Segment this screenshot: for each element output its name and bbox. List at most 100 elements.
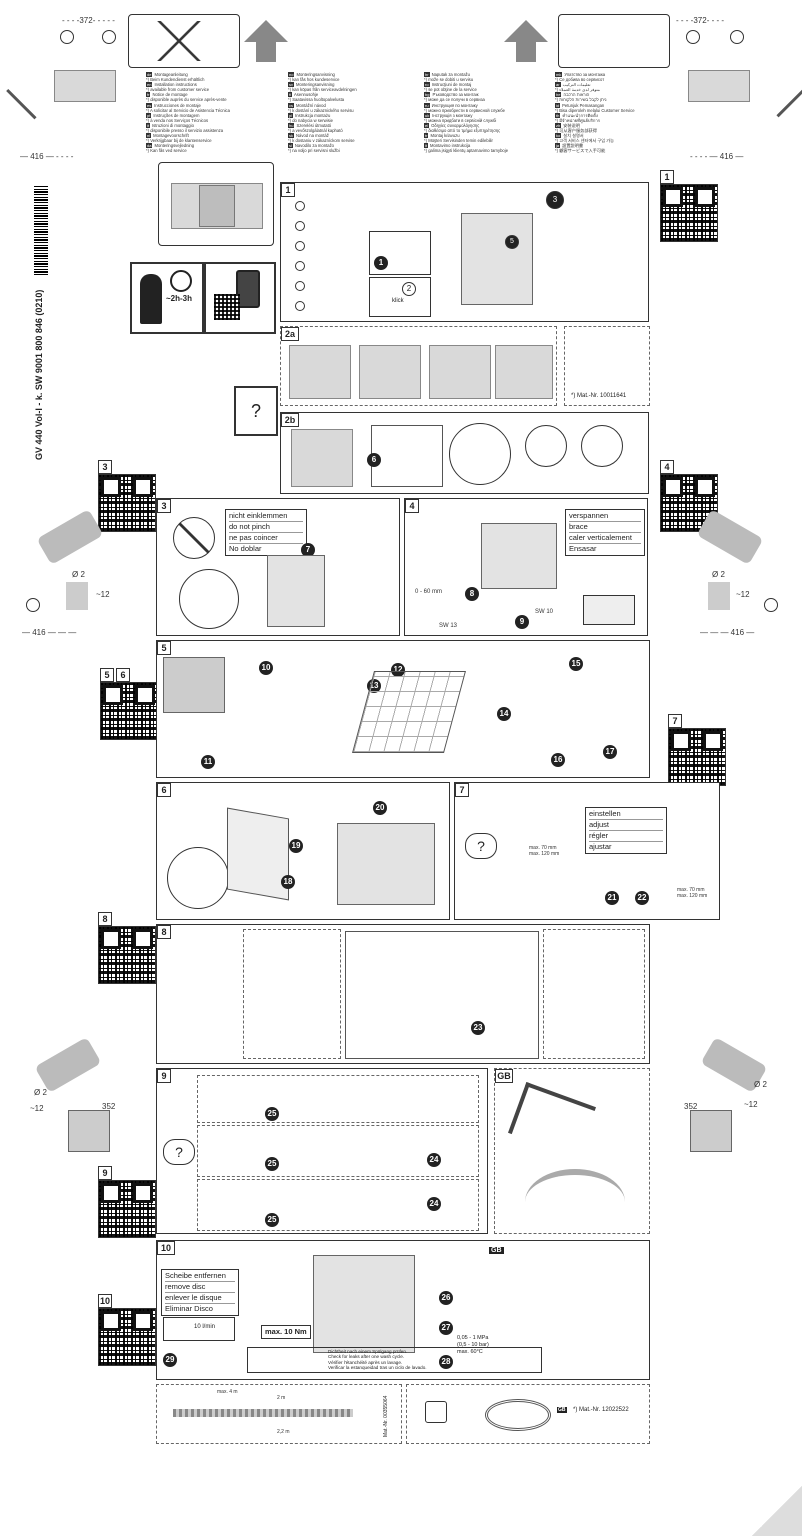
callout-25b: 25 [265, 1157, 279, 1171]
mat-number: *) Mat.-Nr. 10011641 [571, 393, 627, 399]
step-2b-panel: 2b 6 [280, 412, 649, 494]
callout-24b: 24 [427, 1197, 441, 1211]
drill-depth: ~12 [30, 1104, 44, 1113]
step-number: 6 [157, 783, 171, 797]
qr-label: 9 [98, 1166, 112, 1180]
crosshair-icon [60, 30, 74, 44]
lang-row: *) galima įsigyti klientų aptarnavimo ta… [424, 148, 509, 154]
callout-16: 16 [551, 753, 565, 767]
qr-label: 4 [660, 460, 674, 474]
cable-illustration [485, 1399, 551, 1431]
smartphone-icon [236, 270, 260, 308]
max-70-label-2: max. 70 mm [677, 887, 705, 893]
callout-10: 10 [259, 661, 273, 675]
callout-18: 18 [281, 875, 295, 889]
lang-row: *) može se dobiti u servisu [424, 77, 474, 83]
drill-hole-illustration [66, 582, 88, 610]
callout-17: 17 [603, 745, 617, 759]
step-number: 2a [281, 327, 299, 341]
crosshair-icon [764, 598, 778, 612]
step-10-panel: 10 Scheibe entfernen remove disc enlever… [156, 1240, 650, 1380]
callout-2: 2 [402, 282, 416, 296]
drill-depth: ~12 [736, 590, 750, 599]
dishwasher-illustration [461, 213, 533, 305]
leak-check-text: Dichtheit nach einem Spülgang prüfen. Ch… [247, 1347, 542, 1373]
step-gb-panel: GB [494, 1068, 650, 1234]
lang-row: *) можна придбати в сервісній службі [424, 117, 497, 123]
cabinet-illustration [688, 70, 750, 102]
dim-mid-left: — 416 — - - - - [20, 152, 74, 161]
arrow-up-icon [244, 20, 288, 42]
step-number: 9 [157, 1069, 171, 1083]
lang-row: *) do nabycia w serwisie [288, 117, 333, 123]
dishwasher-illustration [267, 555, 325, 627]
qr-label: 1 [660, 170, 674, 184]
drill-depth: ~12 [744, 1100, 758, 1109]
arrow-up-stem [256, 42, 276, 62]
step-8-panel: 8 23 [156, 924, 650, 1064]
qr-code [98, 474, 156, 532]
lang-row: *) Kan fås ved service [146, 148, 187, 154]
callout-29: 29 [163, 1353, 177, 1367]
curve-illustration [525, 1169, 625, 1235]
click-label: klick [392, 298, 404, 304]
time-estimate: ~2h-3h [166, 294, 193, 303]
remove-disc-instruction: Scheibe entfernen remove disc enlever le… [161, 1269, 239, 1316]
arrow-up-stem [516, 42, 536, 62]
gb-badge: GB [557, 1407, 567, 1413]
torque-label: max. 10 Nm [261, 1325, 311, 1339]
installer-time-box: ~2h-3h [130, 262, 204, 334]
dishwasher-illustration [313, 1255, 415, 1353]
lang-row: *) disponibile presso il servizio assist… [146, 128, 224, 134]
page-fold [752, 1486, 802, 1536]
lang-row: *) A solicitar al Servicio de Asistencia… [146, 107, 230, 113]
crosshair-icon [26, 598, 40, 612]
lang-row: *) Verkrijgbaar bij de klantenservice [146, 138, 212, 144]
max-120-label-2: max. 120 mm [677, 893, 708, 899]
question-cloud: ? [465, 833, 497, 859]
step-4-panel: 4 verspannen brace caler verticalement E… [404, 498, 648, 636]
step-number: 5 [157, 641, 171, 655]
step-3-panel: 3 nicht einklemmen do not pinch ne pas c… [156, 498, 400, 636]
range-label: 0 - 60 mm [415, 589, 443, 595]
drill-icon [696, 509, 764, 565]
lang-row: *) Bisa diperoleh melalui Customer Servi… [555, 107, 635, 113]
callout-3: 3 [546, 191, 564, 209]
socket-icon [425, 1401, 447, 1423]
callout-26: 26 [439, 1291, 453, 1305]
hose-extension-panel: max. 4 m 2 m 2,2 m Mat.-Nr. 00355064 [156, 1384, 402, 1444]
lang-row: *) k dostání u zákaznického servisu [288, 107, 354, 113]
drill-icon [36, 509, 104, 565]
max-120-label: max. 120 mm [529, 851, 560, 857]
callout-19: 19 [289, 839, 303, 853]
qr-code [660, 184, 718, 242]
bracket-illustration [690, 1110, 732, 1152]
pliers-illustration [507, 1081, 597, 1159]
hose-illustration [173, 1409, 353, 1417]
dim-top-left: - - - -372- - - - - [62, 16, 115, 25]
lang-row: *) k dostaniu v zákazníckom servise [288, 138, 355, 144]
qr-label: 5 [100, 668, 114, 682]
lang-row: *) kan fås hos kundeservice [288, 77, 340, 83]
dim-mid-right: - - - - — 416 — [690, 152, 744, 161]
crosshair-icon [730, 30, 744, 44]
step-number: 4 [405, 499, 419, 513]
callout-23: 23 [471, 1021, 485, 1035]
lang-row: *) 고객 서비스 센터에서 구입 가능 [555, 138, 614, 144]
drill-diameter: Ø 2 [754, 1080, 767, 1089]
callout-11: 11 [201, 755, 215, 769]
lang-row: *) Beim Kundendienst erhältlich [146, 77, 205, 83]
lang-row: *) 可从客户服务部获得 [555, 128, 597, 134]
